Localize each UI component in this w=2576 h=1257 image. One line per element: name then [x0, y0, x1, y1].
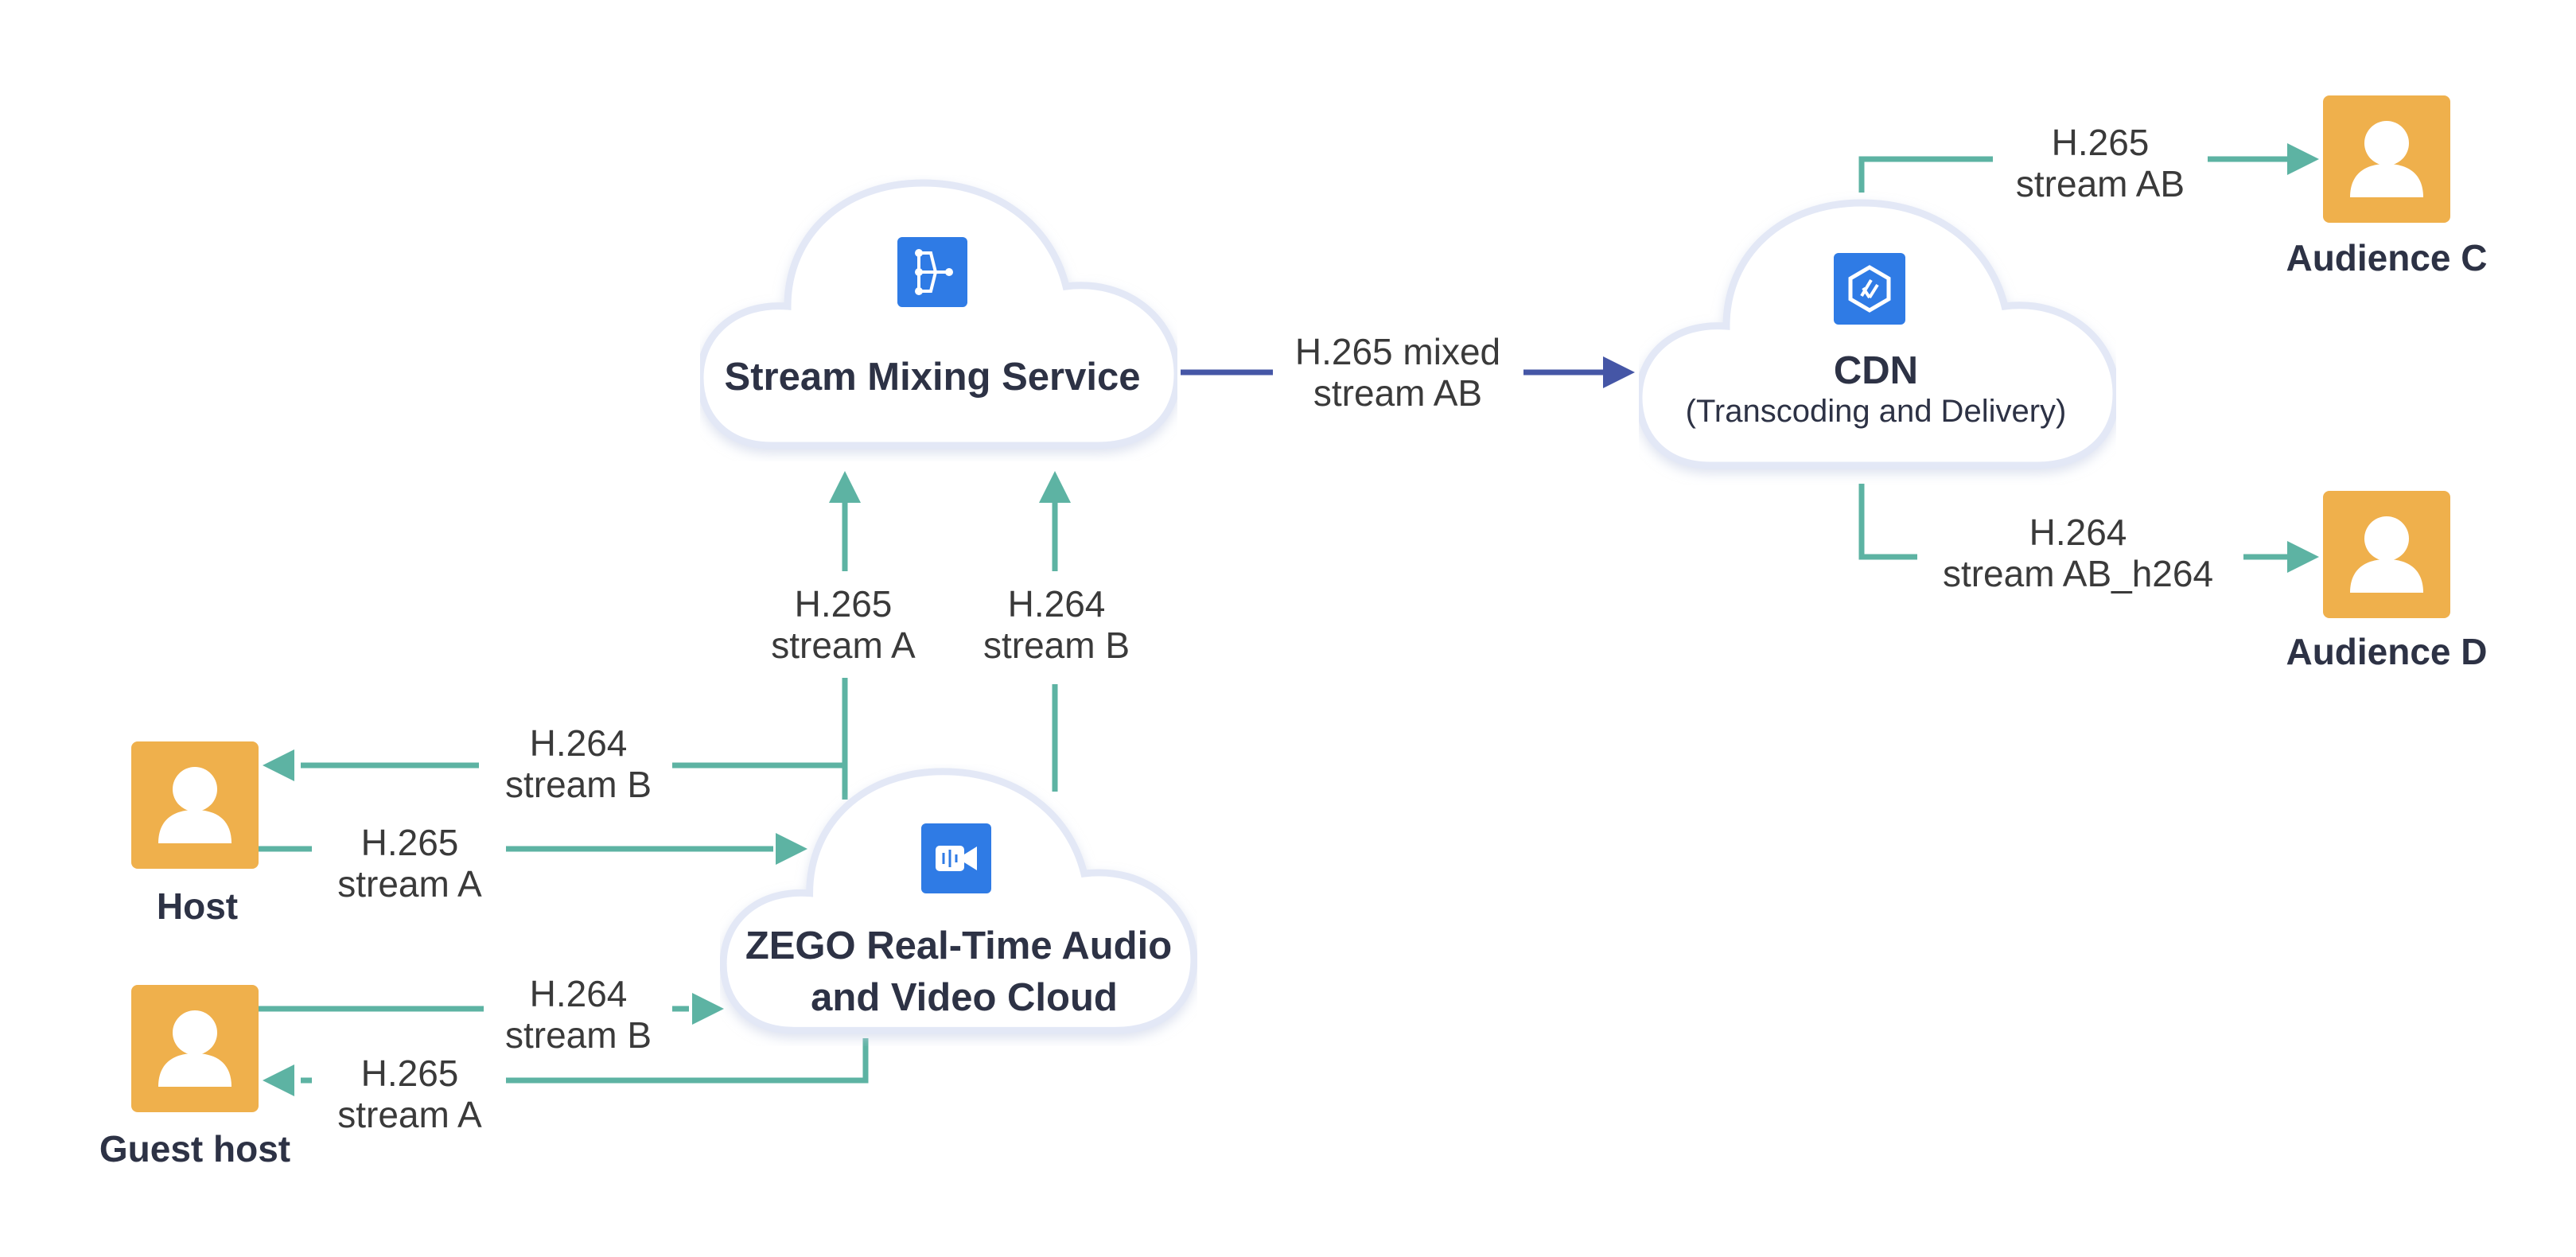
edge-label-mix-to-cdn-line1: H.265 mixed [1295, 331, 1500, 372]
user-icon [131, 741, 259, 869]
edge-label-zego-to-mix-b-line1: H.264 [1008, 583, 1106, 625]
stream-mixing-icon [897, 237, 967, 307]
node-title: CDN [1834, 349, 1918, 392]
edge-zego-to-guest-line [301, 1038, 869, 1084]
edge-label-zego-to-guest-line2: stream A [337, 1094, 482, 1135]
user-icon [131, 985, 259, 1112]
user-icon [2323, 95, 2450, 223]
arrowhead-audience-c [2287, 143, 2319, 175]
edge-label-zego-to-mix-a-line1: H.265 [795, 583, 893, 625]
edge-label-guest-to-zego-line2: stream B [505, 1014, 652, 1056]
edge-label-guest-to-zego-line1: H.264 [530, 973, 628, 1014]
node-title-line1: ZEGO Real-Time Audio [745, 924, 1172, 967]
edge-label-cdn-to-c-line1: H.265 [2052, 122, 2150, 163]
host-label: Host [157, 885, 238, 927]
edge-cdn-to-c-line [1858, 156, 2291, 193]
arrowhead-mix-a [829, 471, 861, 503]
edge-label-host-to-zego-line2: stream A [337, 863, 482, 905]
edge-label-zego-to-mix-a-line2: stream A [771, 625, 916, 666]
user-icon [2323, 491, 2450, 618]
arrowhead-cdn [1603, 356, 1635, 388]
arrowheads [263, 143, 2319, 1096]
arrowhead-zego-from-host [776, 833, 807, 865]
cdn-icon [1834, 253, 1905, 325]
connectors [259, 156, 2291, 1084]
arrowhead-zego-from-guest [692, 993, 724, 1025]
cloud-shape [700, 183, 1177, 446]
node-audience-c[interactable]: Audience C [2286, 95, 2488, 278]
edge-label-mix-to-cdn-line2: stream AB [1313, 372, 1482, 414]
edge-label-cdn-to-c-line2: stream AB [2016, 163, 2185, 204]
audience-d-label: Audience D [2286, 631, 2487, 672]
node-host[interactable]: Host [131, 741, 259, 927]
guest-host-label: Guest host [99, 1128, 290, 1169]
edge-labels: H.265 mixed stream AB H.265 stream AB H.… [337, 122, 2213, 1135]
node-title: Stream Mixing Service [725, 356, 1141, 399]
arrowhead-audience-d [2287, 541, 2319, 573]
arrowhead-host [263, 749, 294, 781]
edge-label-zego-to-host-line1: H.264 [530, 722, 628, 764]
node-cdn[interactable]: CDN (Transcoding and Delivery) [1639, 203, 2116, 465]
node-title-line2: and Video Cloud [811, 976, 1118, 1019]
edge-label-cdn-to-d-line1: H.264 [2029, 512, 2127, 553]
video-call-icon [921, 823, 991, 893]
edge-label-host-to-zego-line1: H.265 [361, 822, 459, 863]
arrowhead-mix-b [1039, 471, 1071, 503]
node-audience-d[interactable]: Audience D [2286, 491, 2488, 672]
edge-label-zego-to-mix-b-line2: stream B [983, 625, 1130, 666]
audience-c-label: Audience C [2286, 237, 2487, 278]
node-stream-mixing[interactable]: Stream Mixing Service [700, 183, 1177, 446]
edge-cdn-to-d-line [1858, 484, 2291, 560]
node-guest-host[interactable]: Guest host [99, 985, 290, 1169]
edge-label-cdn-to-d-line2: stream AB_h264 [1943, 553, 2213, 594]
edge-label-zego-to-guest-line1: H.265 [361, 1053, 459, 1094]
node-subtitle: (Transcoding and Delivery) [1686, 394, 2067, 429]
edge-label-zego-to-host-line2: stream B [505, 764, 652, 805]
node-zego-cloud[interactable]: ZEGO Real-Time Audio and Video Cloud [723, 772, 1194, 1030]
arrowhead-guest [263, 1064, 294, 1096]
